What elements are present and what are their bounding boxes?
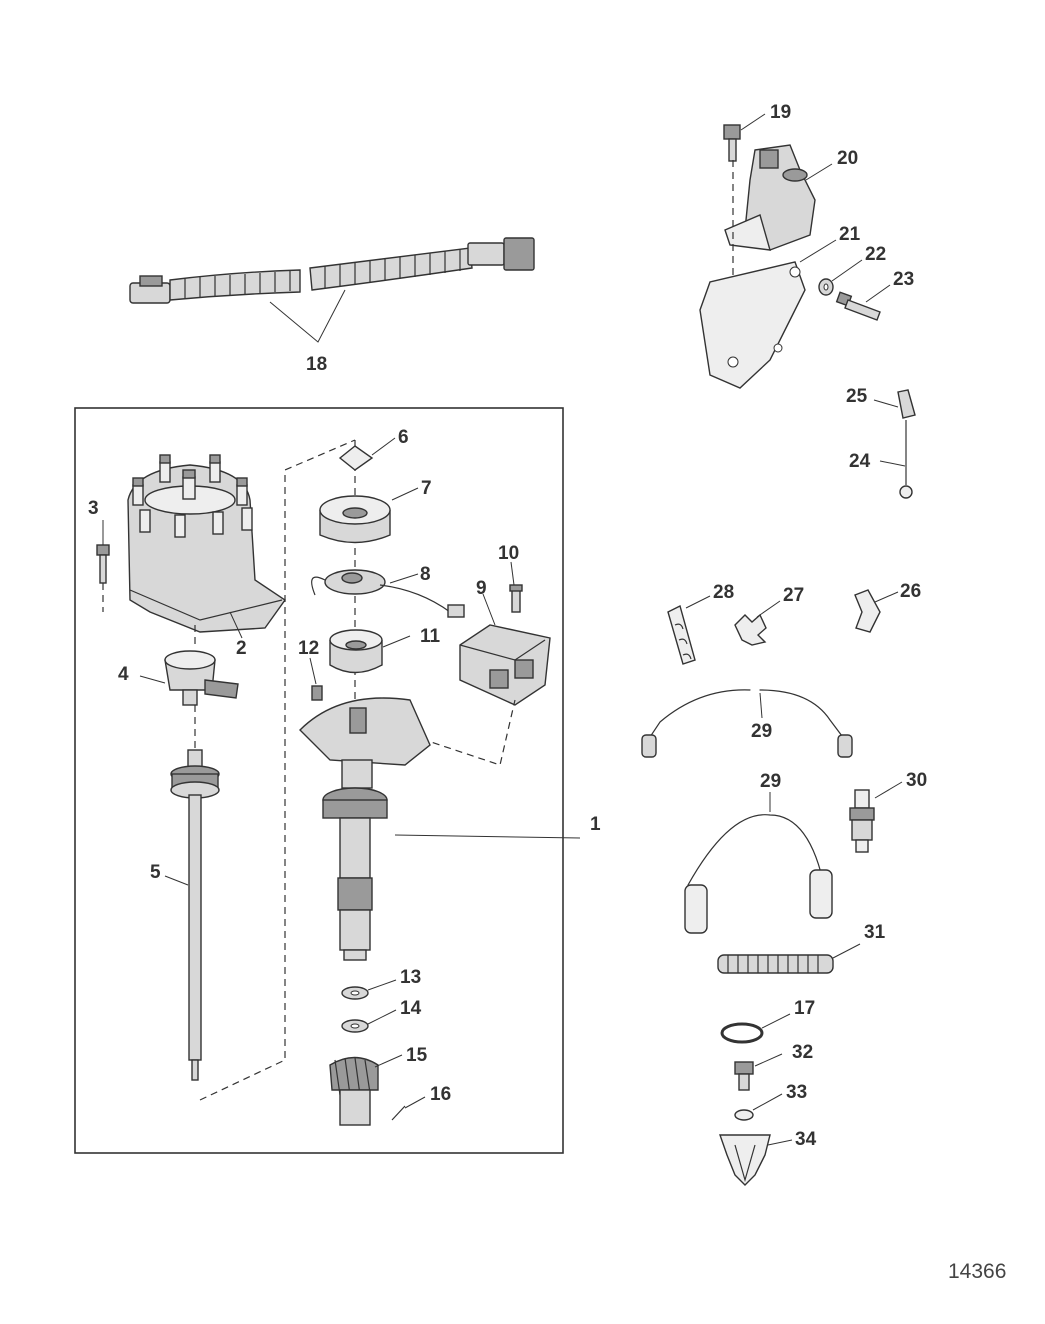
coil-bolt [835, 291, 881, 321]
pole-piece [319, 495, 391, 544]
o-ring [720, 1022, 764, 1044]
callout-22: 22 [865, 244, 886, 265]
callout-27: 27 [783, 585, 804, 606]
callout-7: 7 [421, 478, 432, 499]
callout-18: 18 [306, 354, 327, 375]
callout-17: 17 [794, 998, 815, 1019]
callout-30: 30 [906, 770, 927, 791]
callout-5: 5 [150, 862, 161, 883]
callout-31: 31 [864, 922, 886, 943]
spark-plug-wire [641, 689, 853, 758]
callout-19: 19 [770, 102, 791, 123]
callout-32: 32 [792, 1042, 813, 1063]
distributor-cap [127, 454, 286, 633]
callout-21: 21 [839, 224, 861, 245]
callout-34: 34 [795, 1129, 817, 1150]
callout-15: 15 [406, 1045, 428, 1066]
gasket [338, 445, 374, 471]
washer-13 [341, 986, 369, 1000]
wire-clip-28 [667, 604, 696, 665]
distributor-assembly-frame [74, 407, 564, 1154]
figure-number: 14366 [948, 1260, 1006, 1283]
callout-8: 8 [420, 564, 431, 585]
callout-29-wire: 29 [751, 721, 772, 742]
callout-1: 1 [590, 814, 601, 835]
pickup-coil [311, 569, 465, 618]
distributor-shaft [170, 749, 220, 1081]
spark-plug [849, 789, 875, 853]
callout-11: 11 [420, 626, 441, 647]
wiring-harness [129, 237, 535, 304]
distributor-housing [299, 697, 431, 961]
callout-6: 6 [398, 427, 409, 448]
wire-clip-26 [854, 589, 881, 633]
retainer-clip [719, 1134, 771, 1186]
callout-28: 28 [713, 582, 734, 603]
callout-25: 25 [846, 386, 868, 407]
ignition-coil [723, 124, 816, 251]
callout-14: 14 [400, 998, 422, 1019]
callout-3: 3 [88, 498, 99, 519]
ground-strap [897, 389, 916, 499]
coil-bracket [699, 261, 806, 389]
ignition-module [459, 584, 551, 706]
coil-washer [818, 278, 834, 296]
callout-4: 4 [118, 664, 129, 685]
wire-clip-27 [734, 613, 767, 646]
spring [717, 954, 834, 974]
callout-10: 10 [498, 543, 519, 564]
drive-gear [329, 1056, 379, 1126]
callout-23: 23 [893, 269, 914, 290]
callout-12: 12 [298, 638, 319, 659]
callout-20: 20 [837, 148, 858, 169]
retainer [329, 629, 383, 674]
rotor [164, 650, 239, 706]
callout-24: 24 [849, 451, 871, 472]
callout-9: 9 [476, 578, 487, 599]
cap-screw [96, 544, 110, 584]
screw-32 [734, 1061, 754, 1091]
washer-33 [734, 1109, 754, 1121]
callout-26: 26 [900, 581, 921, 602]
spark-plug-wire-boot [684, 814, 833, 934]
callout-2: 2 [236, 638, 247, 659]
roll-pin [391, 1105, 406, 1121]
callout-16: 16 [430, 1084, 451, 1105]
spacer [311, 685, 323, 701]
callout-29-boot: 29 [760, 771, 781, 792]
washer-14 [341, 1019, 369, 1033]
callout-13: 13 [400, 967, 421, 988]
callout-33: 33 [786, 1082, 807, 1103]
